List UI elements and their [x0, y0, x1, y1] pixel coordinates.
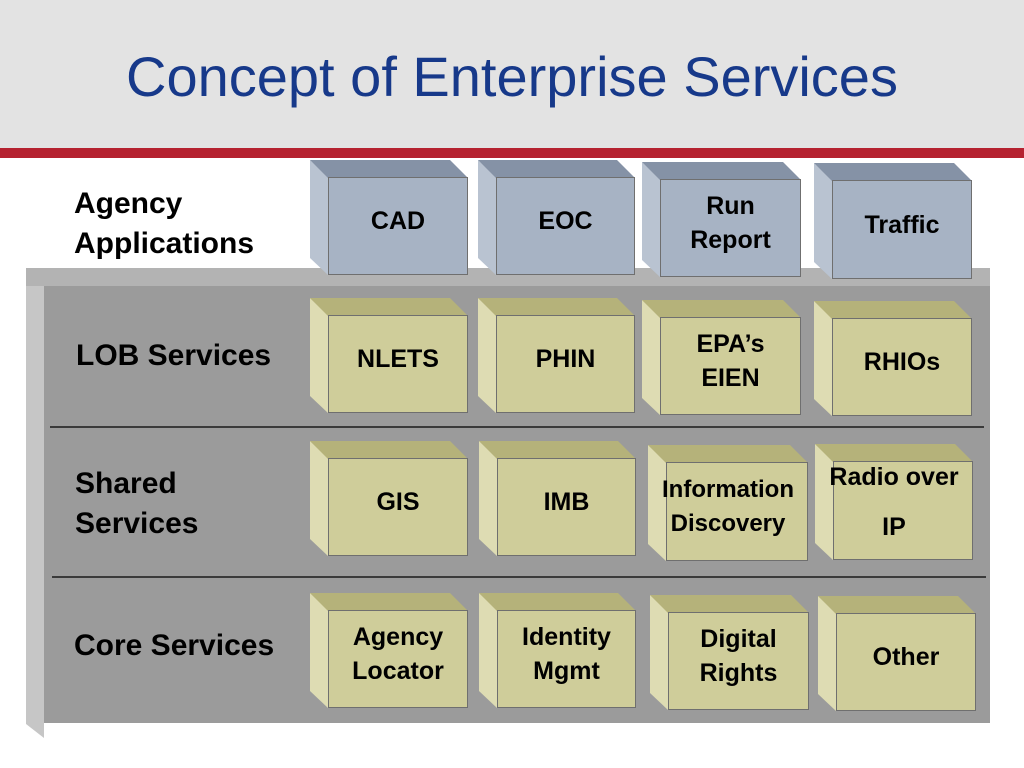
box-label: NLETS — [357, 345, 439, 373]
box-label: IMB — [543, 488, 590, 516]
lob-services-label: LOB Services — [76, 339, 272, 372]
box-label: Digital Rights — [699, 625, 778, 687]
core-box-digital-rights[interactable]: Digital Rights — [650, 595, 809, 710]
page-title: Concept of Enterprise Services — [126, 45, 898, 108]
app-box-run-report[interactable]: Run Report — [642, 162, 801, 277]
platform-left-edge — [26, 268, 44, 738]
app-box-eoc[interactable]: EOC — [478, 160, 635, 275]
box-label: Information Discovery — [662, 475, 794, 537]
header-accent-bar — [0, 148, 1024, 158]
lob-box-phin[interactable]: PHIN — [478, 298, 635, 413]
box-label: Run Report — [690, 192, 771, 254]
layer-divider — [50, 426, 984, 428]
app-box-traffic[interactable]: Traffic — [814, 163, 972, 279]
box-label: Identity Mgmt — [522, 623, 611, 685]
core-box-agency-locator[interactable]: Agency Locator — [310, 593, 468, 708]
box-label: CAD — [370, 207, 426, 235]
box-label: RHIOs — [863, 348, 941, 376]
shared-services-label: Shared Services — [75, 467, 199, 540]
core-box-other[interactable]: Other — [818, 596, 976, 711]
box-label: GIS — [376, 488, 420, 516]
box-label: Radio over IP — [829, 463, 959, 541]
lob-box-rhios[interactable]: RHIOs — [814, 301, 972, 416]
box-label: EPA’s EIEN — [696, 330, 765, 392]
core-services-label: Core Services — [74, 629, 275, 662]
app-box-cad[interactable]: CAD — [310, 160, 468, 275]
lob-box-epa-eien[interactable]: EPA’s EIEN — [642, 300, 801, 415]
box-label: PHIN — [535, 345, 596, 373]
lob-box-nlets[interactable]: NLETS — [310, 298, 468, 413]
core-box-identity-mgmt[interactable]: Identity Mgmt — [479, 593, 636, 708]
box-label: Other — [872, 643, 940, 671]
box-label: Traffic — [864, 210, 940, 239]
shared-box-imb[interactable]: IMB — [479, 441, 636, 556]
shared-box-radio-over-ip[interactable]: Radio over IP — [815, 444, 973, 560]
box-label: Agency Locator — [352, 623, 444, 685]
box-label: EOC — [538, 207, 593, 235]
layer-divider — [52, 576, 986, 578]
shared-box-information-discovery[interactable]: Information Discovery — [648, 445, 808, 561]
shared-box-gis[interactable]: GIS — [310, 441, 468, 556]
title-header — [0, 0, 1024, 148]
agency-applications-label: Agency Applications — [74, 187, 255, 260]
